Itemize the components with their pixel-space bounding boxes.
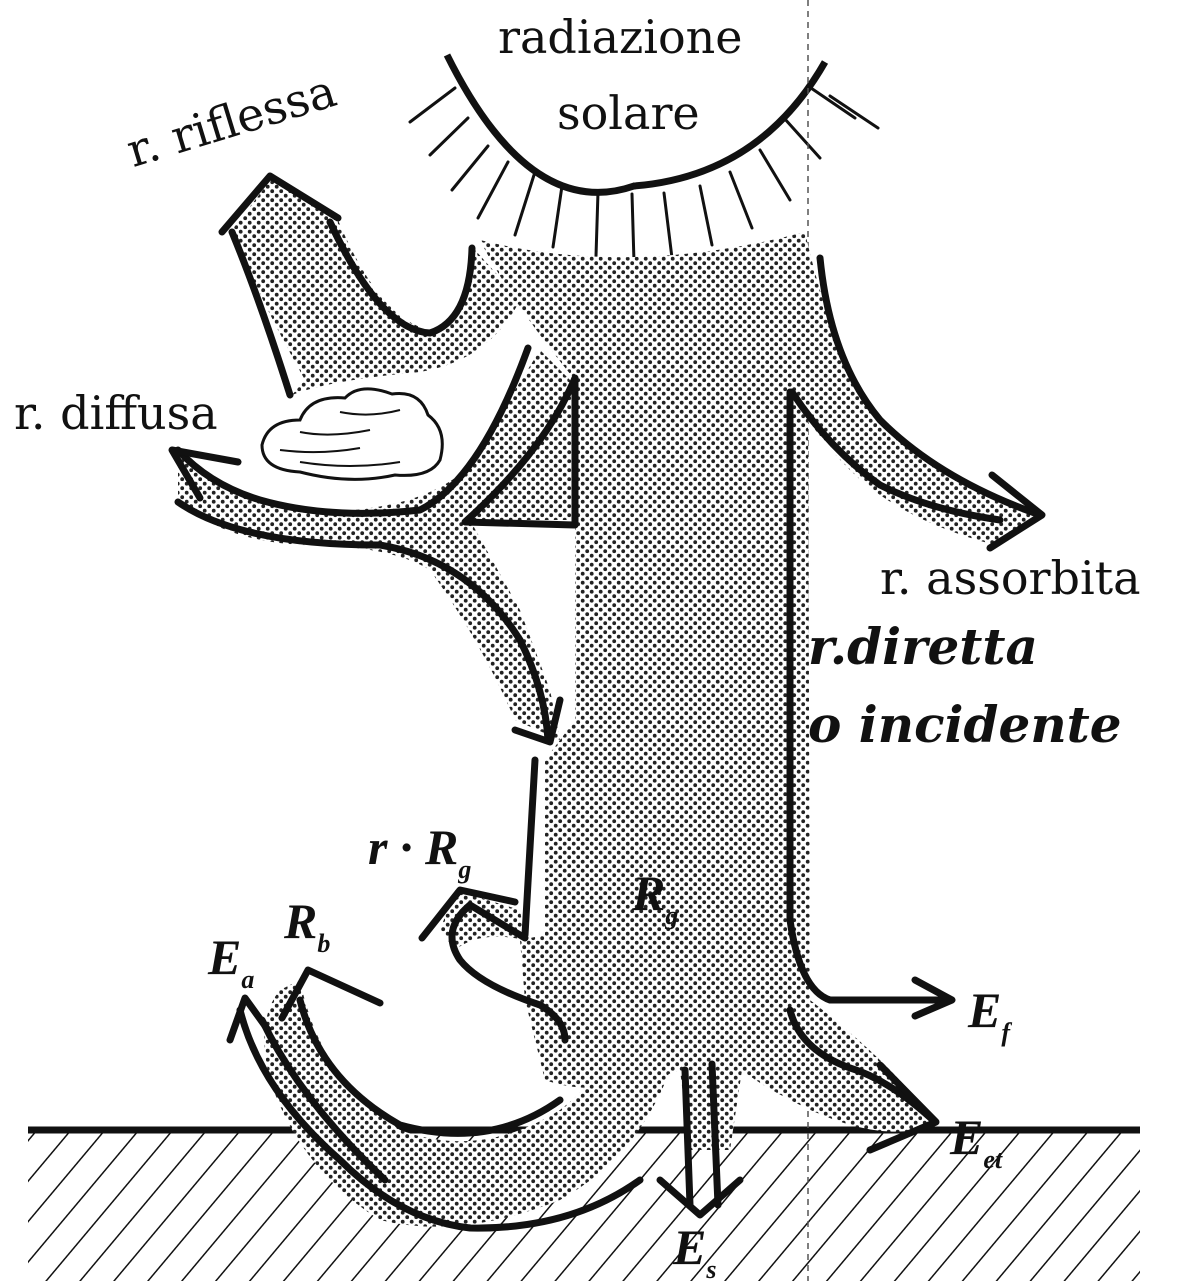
sun-ray [664, 193, 672, 258]
sun-ray [700, 186, 712, 245]
ef-label: Ef [968, 985, 1010, 1035]
es-main: E [673, 1219, 706, 1275]
diffuse-label: r. diffusa [14, 390, 218, 436]
r-rg-main: R [425, 819, 458, 875]
eet-label: Eet [950, 1112, 1002, 1162]
sun-label-line1: radiazione [498, 14, 743, 60]
eet-main: E [950, 1109, 983, 1165]
reflected-flow-branch [232, 178, 520, 395]
ef-main: E [968, 982, 1001, 1038]
cloud-icon [262, 389, 442, 479]
es-label: Es [673, 1222, 716, 1272]
sun-label-line2: solare [557, 90, 700, 136]
sun-ray [830, 96, 878, 128]
absorbed-label: r. assorbita [880, 555, 1141, 601]
ef-sub: f [1001, 1018, 1010, 1047]
sun-ray [632, 194, 634, 262]
ea-label: Ea [208, 932, 254, 982]
r-rg-prefix: r · [368, 819, 412, 875]
rb-label: Rb [284, 896, 330, 946]
rb-main: R [284, 893, 317, 949]
r-rg-label: r · Rg [368, 822, 471, 872]
sun-ray [808, 86, 855, 118]
sun-ray [730, 172, 752, 228]
rg-sub: g [665, 901, 678, 930]
rg-label: Rg [632, 868, 678, 918]
eet-sub: et [983, 1145, 1002, 1174]
sun-ray [410, 88, 455, 122]
ea-sub: a [241, 965, 254, 994]
sun-ray [452, 146, 488, 190]
es-sub: s [706, 1255, 716, 1284]
rg-main: R [632, 865, 665, 921]
direct-label-line2: o incidente [808, 700, 1122, 750]
sun-ray [596, 192, 598, 256]
ea-main: E [208, 929, 241, 985]
sun-ray [553, 186, 562, 247]
sun-ray [430, 118, 468, 155]
trunk-left-edge [525, 760, 535, 935]
es-left-line [685, 1070, 690, 1205]
rb-sub: b [317, 929, 330, 958]
sun-ray [515, 175, 534, 235]
sun-ray [784, 118, 820, 158]
sun-ray [760, 150, 790, 200]
r-rg-sub: g [458, 855, 471, 884]
direct-label-line1: r.diretta [808, 622, 1038, 672]
sun-ray [478, 162, 508, 218]
